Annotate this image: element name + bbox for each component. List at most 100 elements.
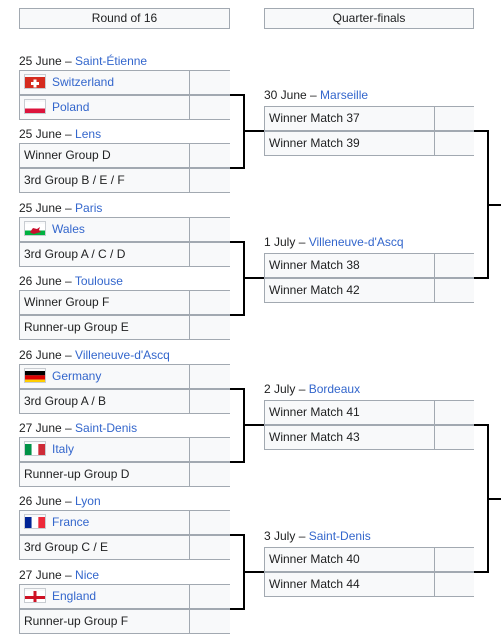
qf-match-team-row: Winner Match 43 [264, 425, 474, 450]
r16-match-team-row: 3rd Group A / C / D [19, 242, 230, 267]
r16-match-venue-link[interactable]: Nice [75, 568, 100, 582]
r16-match-venue-link[interactable]: Lens [75, 127, 102, 141]
bracket-connector-line [243, 277, 264, 279]
r16-match-team-row: Germany [19, 364, 230, 389]
team-name-cell: Runner-up Group F [20, 610, 128, 633]
score-cell [189, 610, 230, 633]
r16-match-date: 27 June [19, 568, 62, 582]
r16-match-team-row: 3rd Group C / E [19, 535, 230, 560]
team-name: Winner Match 44 [269, 577, 360, 591]
qf-match-venue-link[interactable]: Marseille [320, 88, 369, 102]
team-name: 3rd Group A / C / D [24, 247, 126, 261]
score-cell [189, 463, 230, 486]
score-cell [434, 573, 474, 596]
team-name-cell: 3rd Group C / E [20, 536, 108, 559]
score-cell [189, 365, 230, 388]
r16-match-venue-link[interactable]: Toulouse [74, 274, 123, 288]
team-link[interactable]: Poland [52, 100, 90, 114]
score-cell [434, 401, 474, 424]
date-separator: – [61, 127, 76, 141]
team-name-cell: Switzerland [20, 71, 114, 94]
team-name-cell: Poland [20, 96, 89, 119]
score-cell [434, 254, 474, 277]
score-cell [189, 511, 230, 534]
bracket-connector-line [474, 277, 489, 279]
bracket-connector-line [487, 498, 501, 500]
qf-match-venue-link[interactable]: Saint-Denis [308, 529, 371, 543]
germany-flag-icon [24, 368, 46, 384]
qf-match-venue-link[interactable]: Villeneuve-d'Ascq [308, 235, 404, 249]
team-name: Winner Match 39 [269, 136, 360, 150]
team-name: Winner Group D [24, 148, 111, 162]
r16-match-team-row: England [19, 584, 230, 609]
team-link[interactable]: Switzerland [52, 75, 115, 89]
score-cell [189, 291, 230, 314]
r16-match-date-line: 25 June – Saint-Étienne [19, 53, 147, 69]
r16-match-team-row: Italy [19, 437, 230, 462]
qf-match-team-row: Winner Match 38 [264, 253, 474, 278]
r16-match-team-row: Winner Group F [19, 290, 230, 315]
date-separator: – [61, 201, 76, 215]
bracket-connector-line [230, 534, 244, 536]
team-name: 3rd Group B / E / F [24, 173, 125, 187]
team-link[interactable]: Wales [52, 222, 85, 236]
team-name-cell: France [20, 511, 89, 534]
score-cell [189, 536, 230, 559]
r16-match-date-line: 26 June – Lyon [19, 493, 101, 509]
team-name: Winner Group F [24, 295, 110, 309]
france-flag-icon [24, 514, 46, 530]
bracket-connector-line [487, 204, 501, 206]
team-link[interactable]: England [52, 589, 97, 603]
r16-match-date-line: 27 June – Saint-Denis [19, 420, 137, 436]
team-name: Winner Match 42 [269, 283, 360, 297]
r16-match-team-row: 3rd Group B / E / F [19, 168, 230, 193]
r16-match-venue-link[interactable]: Lyon [75, 494, 101, 508]
team-link[interactable]: Germany [52, 369, 102, 383]
bracket-connector-line [230, 167, 244, 169]
r16-match-date: 26 June [19, 274, 62, 288]
score-cell [189, 390, 230, 413]
wales-flag-icon [24, 221, 46, 237]
r16-match-team-row: Wales [19, 217, 230, 242]
date-separator: – [61, 494, 76, 508]
r16-match-venue-link[interactable]: Saint-Étienne [75, 54, 148, 68]
team-name: Runner-up Group E [24, 320, 129, 334]
qf-match-date: 30 June [264, 88, 307, 102]
team-name-cell: Winner Match 37 [265, 107, 360, 130]
team-name-cell: 3rd Group B / E / F [20, 169, 125, 192]
score-cell [434, 279, 474, 302]
r16-match-date-line: 25 June – Paris [19, 200, 102, 216]
team-name: 3rd Group A / B [24, 394, 107, 408]
bracket-connector-line [230, 94, 244, 96]
team-name: Runner-up Group D [24, 467, 130, 481]
qf-match-venue-link[interactable]: Bordeaux [308, 382, 361, 396]
team-name-cell: Runner-up Group E [20, 316, 129, 339]
team-name: Runner-up Group F [24, 614, 129, 628]
qf-match-date-line: 1 July – Villeneuve-d'Ascq [264, 234, 404, 250]
bracket-connector-line [243, 130, 264, 132]
r16-match-team-row: Winner Group D [19, 143, 230, 168]
qf-match-date: 3 July [264, 529, 296, 543]
team-name-cell: Winner Match 39 [265, 132, 360, 155]
r16-match-venue-link[interactable]: Paris [75, 201, 103, 215]
score-cell [189, 585, 230, 608]
team-name: 3rd Group C / E [24, 540, 109, 554]
r16-match-venue-link[interactable]: Villeneuve-d'Ascq [75, 348, 170, 362]
bracket-connector-line [243, 571, 264, 573]
qf-match-team-row: Winner Match 41 [264, 400, 474, 425]
qf-match-team-row: Winner Match 37 [264, 106, 474, 131]
team-name-cell: England [20, 585, 96, 608]
r16-match-date-line: 27 June – Nice [19, 567, 99, 583]
team-link[interactable]: Italy [52, 442, 75, 456]
team-name: Winner Match 37 [269, 111, 360, 125]
team-name-cell: Winner Group D [20, 144, 111, 167]
r16-match-venue-link[interactable]: Saint-Denis [75, 421, 138, 435]
score-cell [434, 107, 474, 130]
r16-match-team-row: Runner-up Group F [19, 609, 230, 634]
team-link[interactable]: France [52, 515, 90, 529]
bracket-connector-line [230, 608, 244, 610]
r16-match-team-row: Runner-up Group D [19, 462, 230, 487]
date-separator: – [61, 348, 76, 362]
round-of-16-header: Round of 16 [19, 8, 230, 29]
qf-match-team-row: Winner Match 44 [264, 572, 474, 597]
